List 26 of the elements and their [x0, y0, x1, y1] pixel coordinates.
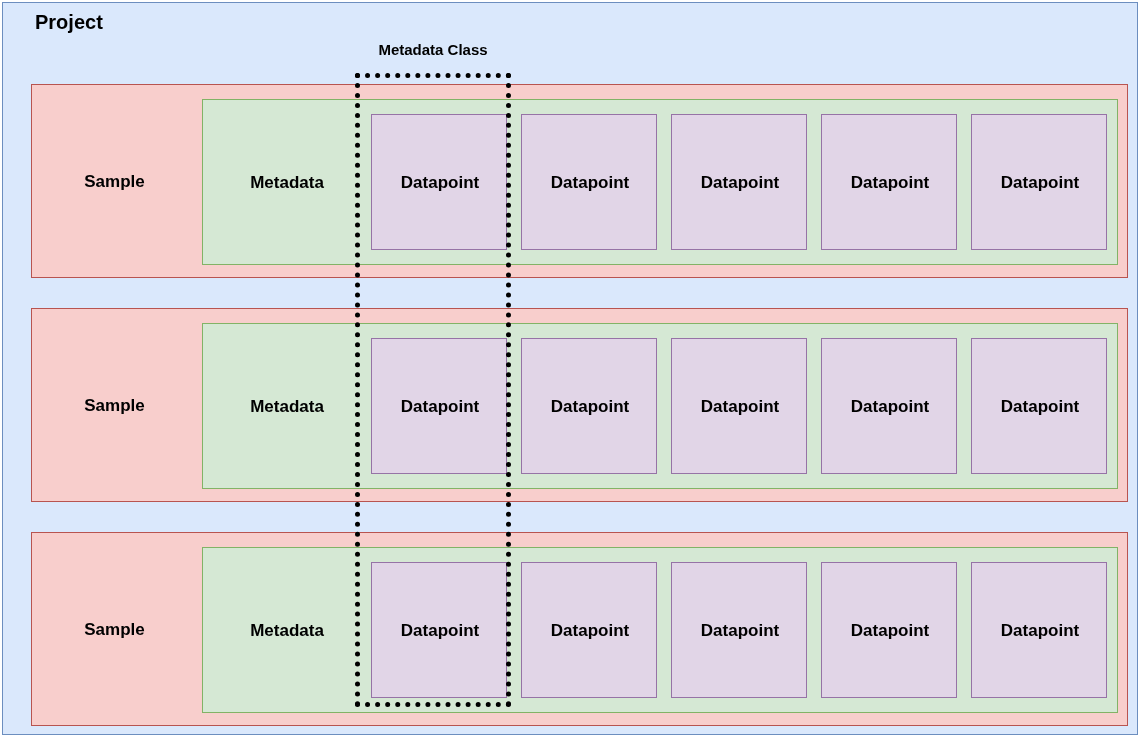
datapoint-box: Datapoint: [971, 338, 1107, 474]
datapoint-box: Datapoint: [521, 562, 657, 698]
datapoint-box: Datapoint: [671, 562, 807, 698]
datapoint-box: Datapoint: [521, 114, 657, 250]
band-label: Sample: [83, 172, 146, 192]
datapoint-box: Datapoint: [971, 562, 1107, 698]
band-label: Metadata: [249, 397, 325, 417]
band-label: Metadata: [249, 173, 325, 193]
band-label: Metadata: [249, 621, 325, 641]
band-label: Sample: [83, 396, 146, 416]
datapoint-box: Datapoint: [521, 338, 657, 474]
datapoint-box: Datapoint: [371, 114, 507, 250]
datapoint-box: Datapoint: [821, 114, 957, 250]
datapoint-box: Datapoint: [821, 562, 957, 698]
datapoint-box: Datapoint: [971, 114, 1107, 250]
band-label: Project: [35, 11, 103, 34]
datapoint-box: Datapoint: [371, 562, 507, 698]
group-heading: Metadata Class: [377, 41, 489, 58]
sample-band: [31, 532, 1128, 726]
sample-band: [31, 84, 1128, 278]
sample-band: [31, 308, 1128, 502]
band-label: Sample: [83, 620, 146, 640]
datapoint-box: Datapoint: [371, 338, 507, 474]
datapoint-box: Datapoint: [671, 338, 807, 474]
datapoint-box: Datapoint: [671, 114, 807, 250]
datapoint-box: Datapoint: [821, 338, 957, 474]
